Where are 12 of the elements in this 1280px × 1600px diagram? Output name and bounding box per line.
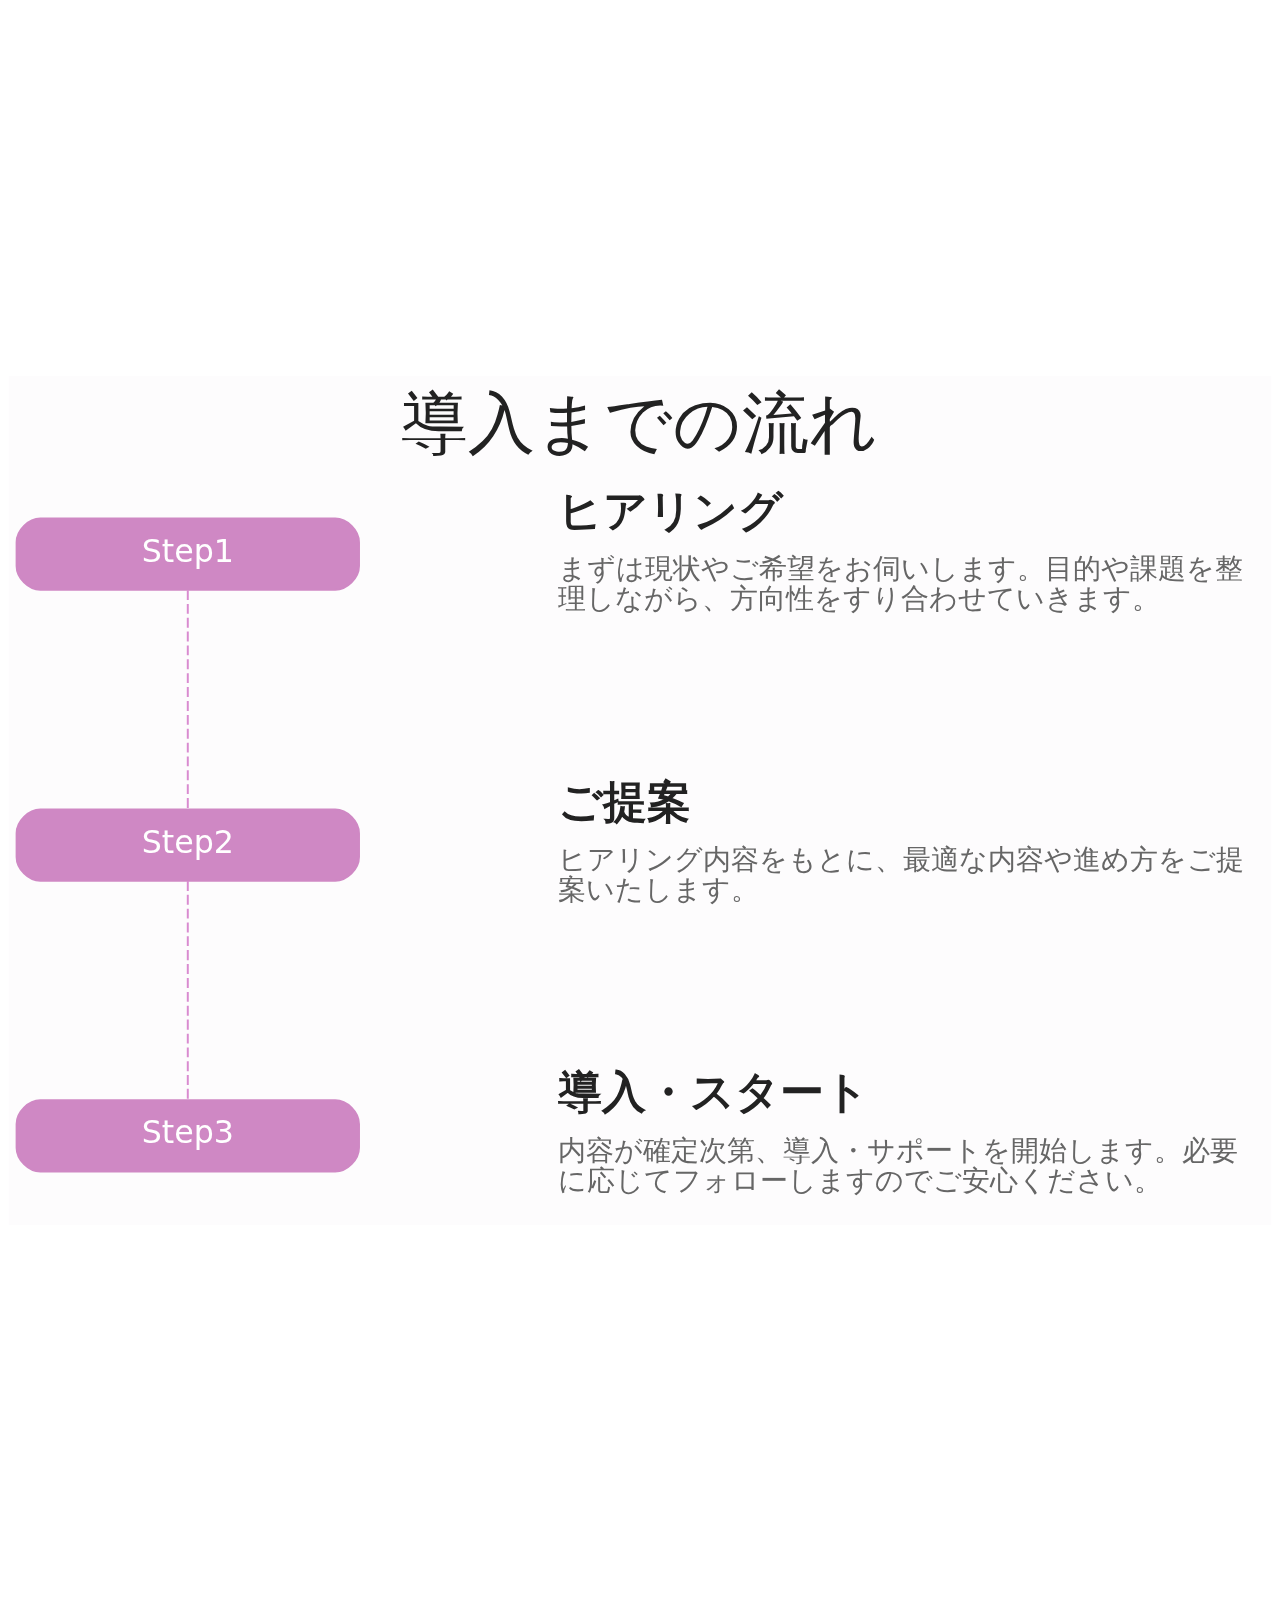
node-label: ご提案 <box>557 776 691 827</box>
connector <box>186 588 189 810</box>
node-box: Step3 <box>15 1098 360 1173</box>
node-box: Step2 <box>15 807 360 882</box>
node-label: 内容が確定次第、導入・サポートを開始します。必要に応じてフォローしますのでご安心ください。 <box>557 1133 1238 1197</box>
diagram-title: 導入までの流れ <box>401 383 879 462</box>
node-label: まずは現状やご希望をお伺いします。目的や課題を整理しながら、方向性をすり合わせていきます。 <box>557 551 1243 615</box>
node-box: Step1 <box>15 517 360 591</box>
node-label: 導入・スタート <box>557 1066 869 1117</box>
node-label: ヒアリング内容をもとに、最適な内容や進め方をご提案いたします。 <box>557 842 1244 906</box>
connector <box>186 879 189 1101</box>
node-label: ヒアリング <box>557 485 783 536</box>
